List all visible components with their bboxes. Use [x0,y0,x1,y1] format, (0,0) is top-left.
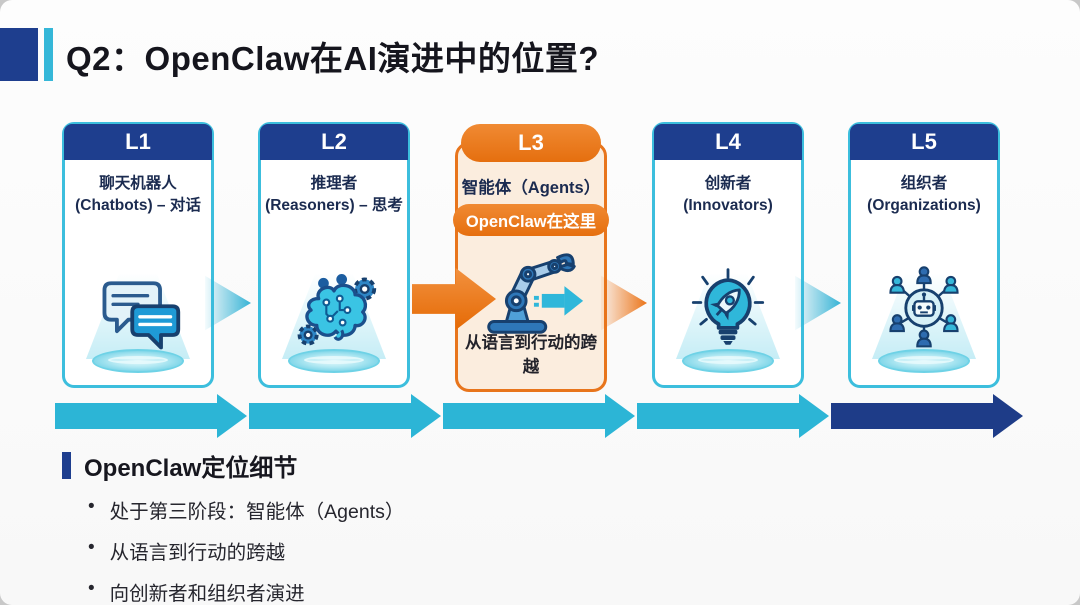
stage-card-l3-highlighted: L3 智能体（Agents） OpenClaw在这里 [452,124,610,392]
stage-l5-line2: (Organizations) [867,197,981,215]
brain-gears-icon [297,274,377,346]
stage-l2-line1: 推理者 [310,175,358,192]
podium-base [682,349,774,373]
title-accent-bar [44,28,53,81]
stage-l1-visual [65,225,211,381]
stage-l2-line2: (Reasoners) – 思考 [265,197,403,215]
stage-l3-caption: 从语言到行动的跨越 [465,334,597,376]
stage-l4-title: 创新者 (Innovators) [655,173,801,218]
stage-l3-title: 智能体（Agents） [461,179,601,197]
org-network-icon [889,266,959,348]
openclaw-here-badge: OpenClaw在这里 [452,204,610,236]
podium-base [878,349,970,373]
detail-bullet-1: 处于第三阶段：智能体（Agents） [88,495,405,524]
stage-l3-level: L3 [461,124,601,162]
stage-card-l5: L5 组织者 (Organizations) [848,122,1000,388]
progress-flow-band [55,394,1023,438]
chat-bubbles-icon [102,281,181,350]
lightbulb-rocket-icon [691,268,765,345]
arrow-l3-to-l4 [601,275,647,331]
page-title: Q2：OpenClaw在AI演进中的位置? [66,40,600,77]
stage-l2-visual [261,225,407,381]
stage-l5-title: 组织者 (Organizations) [851,173,997,218]
stage-card-l2: L2 推理者 (Reasoners) – 思考 [258,122,410,388]
robot-arm-icon [487,253,584,334]
stage-card-l4: L4 创新者 (Innovators) [652,122,804,388]
stage-l4-line2: (Innovators) [683,197,773,215]
stage-l4-visual [655,225,801,381]
details-section: OpenClaw定位细节 处于第三阶段：智能体（Agents） 从语言到行动的跨… [62,448,404,605]
details-bullet-list: 处于第三阶段：智能体（Agents） 从语言到行动的跨越 向创新者和组织者演进 [88,495,405,605]
stage-l4-level: L4 [654,124,802,160]
stages-row: L1 聊天机器人 (Chatbots) – 对话 L2 推理者 [0,122,1080,394]
stage-l4-line1: 创新者 [704,175,752,192]
stage-l1-title: 聊天机器人 (Chatbots) – 对话 [65,173,211,218]
podium-base [92,349,184,373]
stage-l1-line1: 聊天机器人 [99,175,177,192]
arrow-l1-to-l2 [205,275,251,331]
stage-l1-level: L1 [64,124,212,160]
stage-l2-title: 推理者 (Reasoners) – 思考 [261,173,407,218]
details-accent-bar [62,452,71,479]
stage-card-l1: L1 聊天机器人 (Chatbots) – 对话 [62,122,214,388]
stage-l5-visual [851,225,997,381]
stage-l5-line1: 组织者 [900,175,948,192]
stage-l2-level: L2 [260,124,408,160]
detail-bullet-2: 从语言到行动的跨越 [88,536,404,565]
details-header: OpenClaw定位细节 [62,448,404,483]
corner-accent-square [0,28,38,81]
details-heading: OpenClaw定位细节 [84,455,298,482]
stage-l5-level: L5 [850,124,998,160]
detail-bullet-3: 向创新者和组织者演进 [88,577,404,605]
podium-base [288,349,380,373]
arrow-l4-to-l5 [795,275,841,331]
stage-l1-line2: (Chatbots) – 对话 [75,197,201,215]
